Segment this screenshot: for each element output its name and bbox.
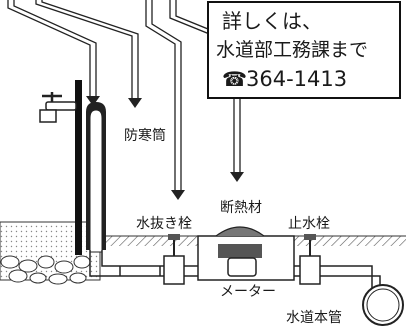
pointer-lines: [7, 0, 241, 192]
pointer-line-drain-valve: [145, 0, 176, 192]
info-line2: 水道部工務課まで: [216, 39, 368, 61]
label-frost-tube: 防寒筒: [124, 127, 166, 144]
label-meter: メーター: [220, 284, 276, 300]
info-line1: 詳しくは、: [222, 9, 322, 33]
gravel: [0, 255, 91, 285]
faucet: [39, 80, 82, 255]
phone-number: 364-1413: [246, 67, 347, 91]
water-meter: [227, 257, 257, 277]
info-box: 詳しくは、 水道部工務課まで ☎ 364-1413: [207, 1, 401, 99]
drain-valve: [163, 234, 185, 285]
label-water-main: 水道本管: [286, 310, 342, 326]
phone-icon: ☎: [222, 67, 247, 91]
faucet-post: [75, 80, 82, 255]
label-insulation: 断熱材: [220, 200, 262, 216]
stop-valve: [299, 234, 321, 285]
meter-box: [197, 226, 295, 281]
frost-tube: [86, 102, 106, 253]
label-stop-valve: 止水栓: [288, 216, 330, 232]
faucet-spout: [45, 101, 77, 111]
label-drain-valve: 水抜き栓: [136, 216, 192, 232]
insulation-block: [218, 244, 262, 258]
faucet-handle: [42, 92, 62, 102]
pointer-line-insulation: [169, 0, 235, 174]
water-main: [362, 284, 404, 326]
pointer-line-faucet: [7, 0, 91, 98]
pointer-line-frost-tube: [35, 0, 133, 100]
pointer-arrowheads: [86, 96, 244, 200]
